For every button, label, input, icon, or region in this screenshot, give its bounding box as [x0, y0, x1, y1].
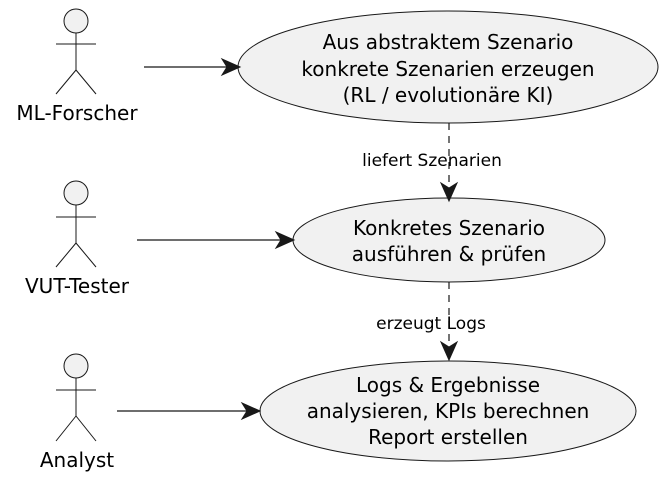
use-case-line: ausführen & prüfen: [352, 242, 546, 266]
actor-analyst: Analyst: [40, 353, 114, 472]
actor-left-leg: [55, 415, 77, 442]
use-case-line: Aus abstraktem Szenario: [323, 30, 574, 54]
association-vut-tester-execute: [137, 230, 296, 250]
actor-label: ML-Forscher: [16, 101, 138, 125]
actor-left-leg: [55, 69, 77, 95]
use-case-line: Report erstellen: [368, 425, 528, 449]
actor-right-leg: [75, 69, 97, 95]
association-ml-forscher-generate: [144, 57, 242, 77]
actor-right-leg: [75, 415, 97, 442]
actor-left-leg: [55, 242, 77, 268]
dependency-label: liefert Szenarien: [362, 151, 502, 171]
actor-head: [63, 8, 89, 34]
use-case-analyze: Logs & Ergebnisse analysieren, KPIs bere…: [259, 360, 637, 462]
actor-ml-forscher: ML-Forscher: [16, 8, 138, 125]
use-case-ellipse: [292, 197, 606, 283]
actor-label: VUT-Tester: [25, 274, 130, 298]
actor-head: [63, 180, 89, 206]
actor-head: [63, 353, 89, 379]
arrowhead: [220, 57, 242, 77]
dependency-label: erzeugt Logs: [376, 314, 486, 334]
arrowhead: [274, 230, 296, 250]
actor-vut-tester: VUT-Tester: [25, 180, 130, 298]
use-case-line: (RL / evolutionäre KI): [343, 83, 554, 107]
actor-label: Analyst: [40, 448, 114, 472]
use-case-line: konkrete Szenarien erzeugen: [301, 57, 594, 81]
arrowhead: [240, 401, 262, 421]
dependency-generate-execute: liefert Szenarien: [362, 123, 502, 203]
use-case-line: analysieren, KPIs berechnen: [307, 399, 590, 423]
dependency-execute-analyze: erzeugt Logs: [376, 282, 486, 362]
arrowhead: [439, 340, 459, 362]
arrowhead: [439, 181, 459, 203]
use-case-line: Konkretes Szenario: [353, 216, 545, 240]
association-analyst-analyze: [117, 401, 262, 421]
use-case-execute: Konkretes Szenario ausführen & prüfen: [292, 197, 606, 283]
use-case-line: Logs & Ergebnisse: [356, 373, 540, 397]
use-case-generate: Aus abstraktem Szenario konkrete Szenari…: [237, 10, 659, 124]
actor-right-leg: [75, 242, 97, 268]
